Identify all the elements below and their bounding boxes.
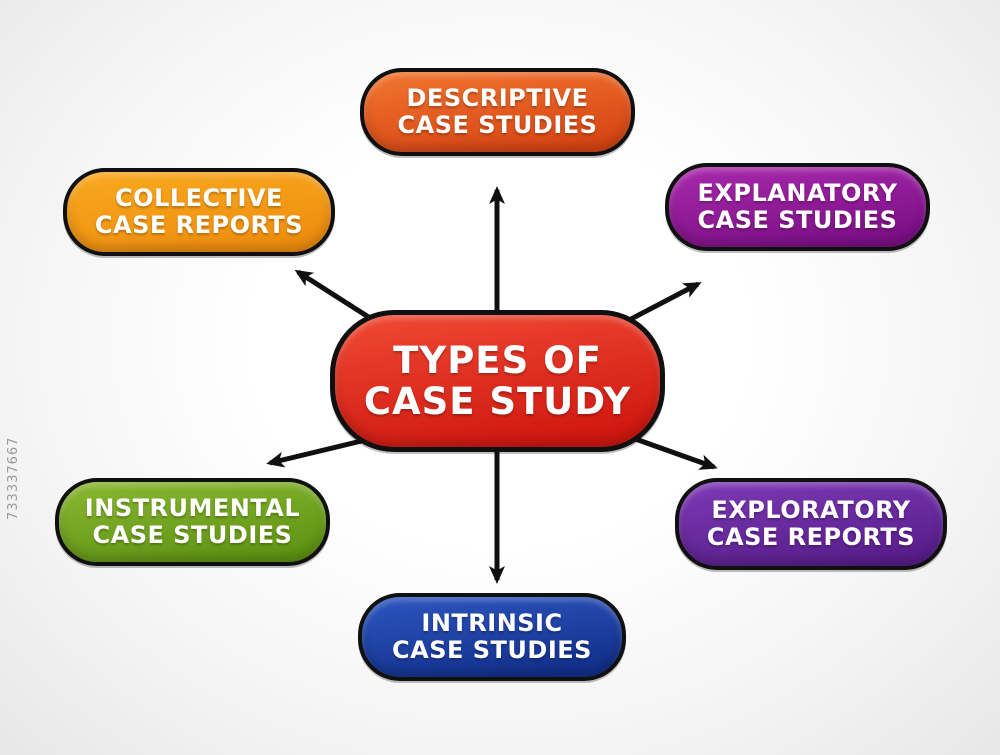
watermark-number: 733337667	[6, 436, 21, 520]
node-collective-case-reports: COLLECTIVE CASE REPORTS	[63, 168, 335, 256]
node-label-line1: EXPLANATORY	[697, 179, 898, 208]
node-intrinsic-case-studies: INTRINSIC CASE STUDIES	[358, 593, 626, 681]
node-explanatory-case-studies: EXPLANATORY CASE STUDIES	[665, 163, 930, 251]
node-label-line1: INTRINSIC	[421, 609, 563, 638]
node-label-line2: CASE STUDIES	[92, 521, 293, 549]
center-node-label-line2: CASE STUDY	[363, 380, 632, 423]
node-label-line2: CASE REPORTS	[706, 523, 916, 551]
node-label-line1: COLLECTIVE	[115, 184, 283, 213]
node-label-line1: EXPLORATORY	[711, 496, 911, 525]
node-exploratory-case-reports: EXPLORATORY CASE REPORTS	[675, 478, 947, 570]
node-label-line1: INSTRUMENTAL	[84, 494, 301, 523]
node-types-of-case-study: TYPES OF CASE STUDY	[330, 310, 665, 452]
node-label-line2: CASE STUDIES	[697, 206, 898, 234]
node-label-line2: CASE REPORTS	[94, 211, 304, 239]
node-label-line2: CASE STUDIES	[397, 111, 598, 139]
center-node-label-line1: TYPES OF	[393, 338, 602, 382]
node-descriptive-case-studies: DESCRIPTIVE CASE STUDIES	[360, 68, 635, 156]
node-label-line1: DESCRIPTIVE	[406, 84, 589, 113]
node-instrumental-case-studies: INSTRUMENTAL CASE STUDIES	[55, 478, 330, 566]
node-label-line2: CASE STUDIES	[392, 636, 592, 664]
